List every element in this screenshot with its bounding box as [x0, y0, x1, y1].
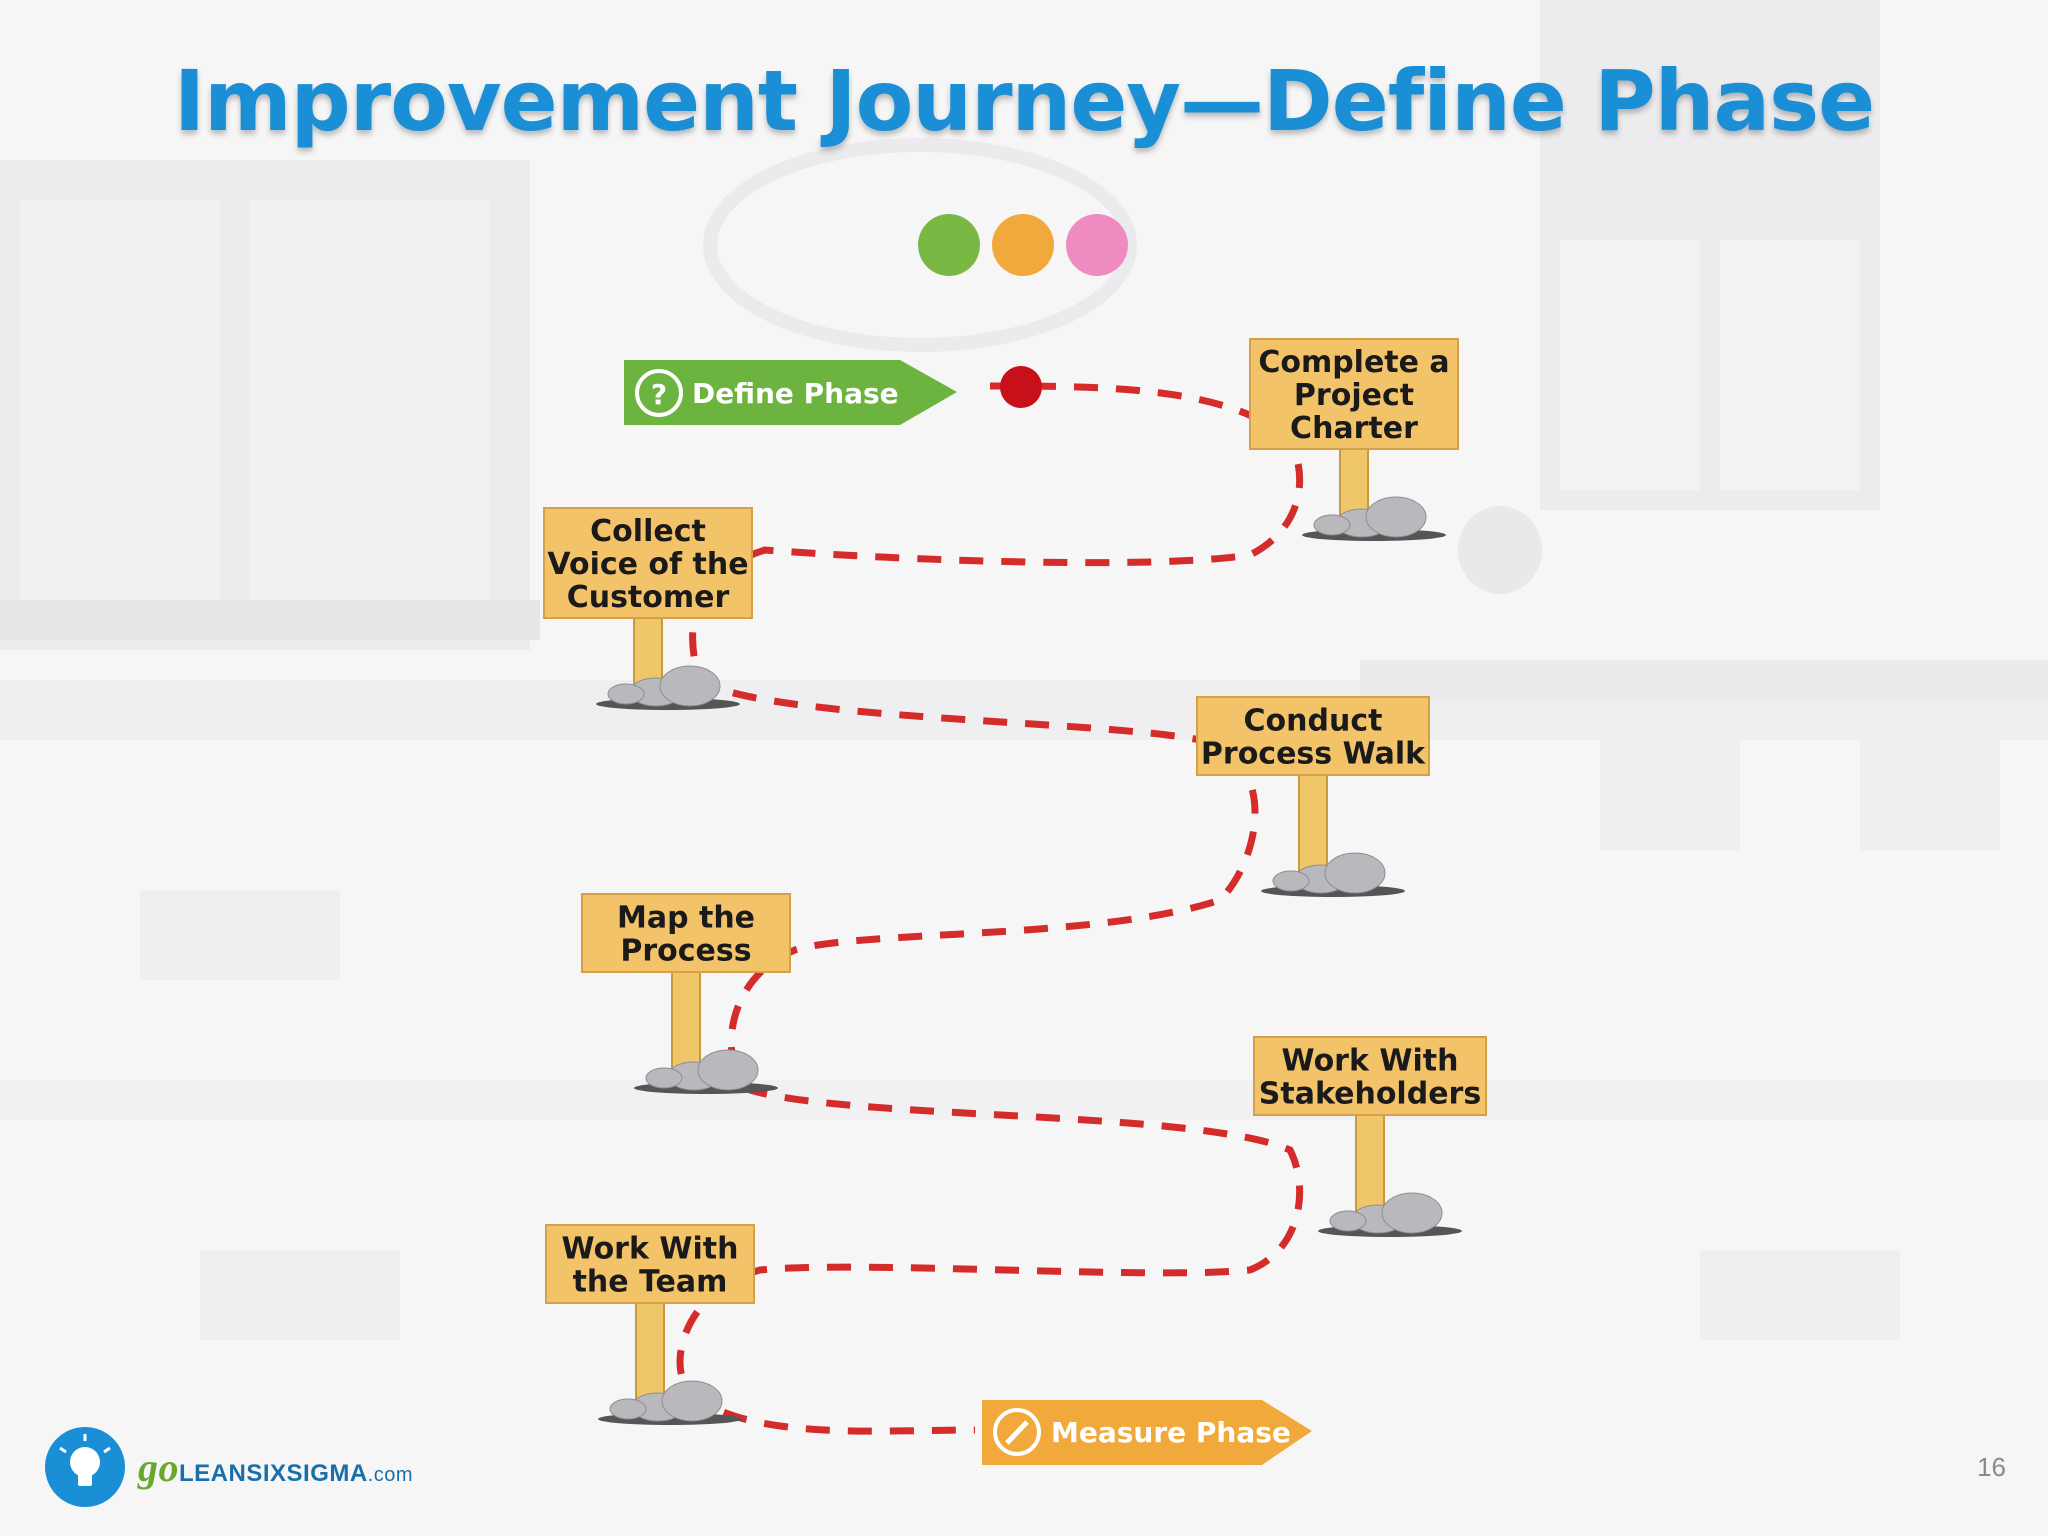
lightbulb-icon — [45, 1427, 125, 1507]
pencil-icon — [993, 1408, 1041, 1456]
signpost-3-line-1: Conduct — [1244, 704, 1383, 739]
signpost-4-line-2: Process — [620, 934, 751, 969]
question-icon — [635, 369, 683, 417]
slide-title: Improvement Journey—Define Phase — [173, 52, 1875, 150]
measure-phase-arrow: Measure Phase — [982, 1400, 1312, 1465]
signpost-2-line-3: Customer — [567, 580, 730, 615]
signpost-1-line-3: Charter — [1290, 411, 1418, 446]
measure-phase-label: Measure Phase — [1051, 1416, 1291, 1449]
define-phase-label: Define Phase — [692, 377, 899, 410]
signpost-5-line-1: Work With — [1282, 1044, 1459, 1079]
phase-dot-measure — [992, 214, 1054, 276]
signpost-5-line-2: Stakeholders — [1259, 1077, 1481, 1112]
signpost-1-line-2: Project — [1294, 378, 1414, 413]
signpost-4-line-1: Map the — [617, 901, 755, 936]
brand-name: LEANSIXSIGMA — [179, 1460, 368, 1487]
signpost-2-line-2: Voice of the — [547, 547, 748, 582]
phase-indicator-dots — [918, 214, 1128, 276]
svg-text:?: ? — [651, 378, 667, 411]
signpost-3-line-2: Process Walk — [1201, 737, 1426, 772]
signpost-2-line-1: Collect — [590, 514, 706, 549]
phase-dot-define — [918, 214, 980, 276]
start-dot — [1000, 366, 1042, 408]
brand-domain: .com — [367, 1464, 414, 1486]
signpost-6-line-2: the Team — [573, 1265, 728, 1300]
brand-go: go — [138, 1445, 179, 1490]
define-phase-arrow: ? Define Phase — [624, 360, 957, 425]
signpost-1-line-1: Complete a — [1258, 345, 1449, 380]
page-number: 16 — [1977, 1452, 2006, 1482]
journey-path — [676, 382, 1304, 1435]
phase-dot-analyze — [1066, 214, 1128, 276]
brand-logo: goLEANSIXSIGMA.com — [138, 1444, 413, 1491]
signpost-6-line-1: Work With — [562, 1232, 739, 1267]
